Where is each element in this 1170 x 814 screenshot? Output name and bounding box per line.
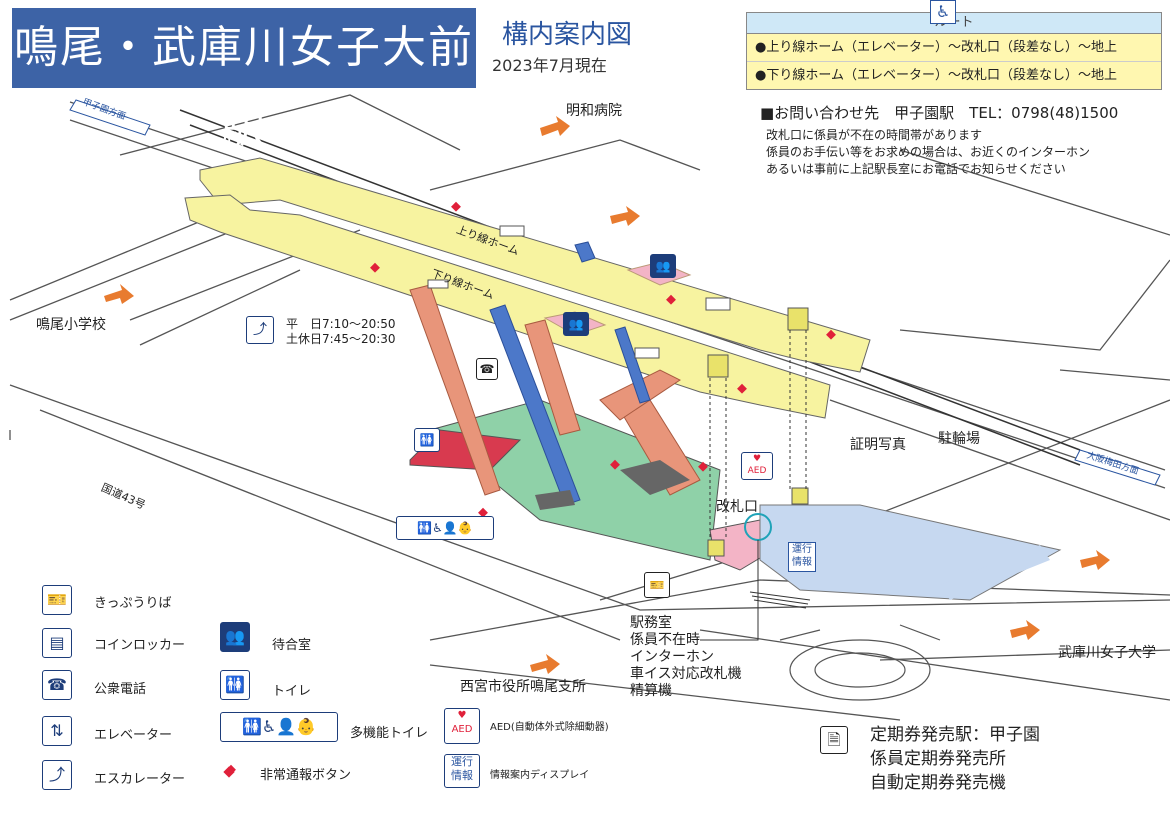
map-date: 2023年7月現在 [492, 56, 607, 75]
info-display-icon: 運行情報 [444, 754, 480, 788]
escalator-hours-holiday: 土休日7:45～20:30 [286, 332, 396, 346]
public-phone-icon: ☎ [476, 358, 498, 380]
accessible-route-box: ルート ●上り線ホーム（エレベーター）～改札口（段差なし）～地上 ●下り線ホーム… [746, 12, 1162, 90]
station-office-label: インターホン [630, 649, 714, 665]
info-display-sign: 運行情報 [788, 542, 816, 572]
coin-locker-icon: ▤ [42, 628, 72, 658]
legend-label: 公衆電話 [94, 682, 147, 697]
legend-label: エレベーター [94, 728, 173, 743]
station-office-label: 車イス対応改札機 [630, 666, 742, 682]
station-office-label: 精算機 [630, 683, 672, 699]
commuter-pass-icon: 🗎 [820, 726, 848, 754]
waiting-room-icon: 👥 [220, 622, 250, 652]
ticket-gate-label: 改札口 [716, 499, 758, 515]
legend-label: 多機能トイレ [350, 726, 429, 741]
legend-label: 非常通報ボタン [260, 768, 352, 783]
multipurpose-toilet-icon: 🚻♿👤👶 [220, 712, 338, 742]
ticket-machine-icon: 🎫 [644, 572, 670, 598]
station-office-label: 係員不在時 [630, 632, 700, 648]
note-line: 係員のお手伝い等をお求めの場合は、お近くのインターホン [766, 145, 1091, 159]
waiting-room-icon: 👥 [563, 312, 589, 336]
escalator-hours-weekday: 平 日7:10～20:50 [286, 317, 396, 331]
legend-label: 情報案内ディスプレイ [490, 770, 590, 781]
contact-info: ■お問い合わせ先 甲子園駅 TEL：0798(48)1500 [760, 104, 1119, 122]
city-office-label: 西宮市役所鳴尾支所 [460, 679, 586, 695]
escalator-icon: ⤴ [246, 316, 274, 344]
map-subtitle: 構内案内図 [502, 20, 633, 50]
note-line: あるいは事前に上記駅長室にお電話でお知らせください [766, 162, 1066, 176]
school-label: 鳴尾小学校 [36, 317, 106, 333]
photo-booth-label: 証明写真 [850, 437, 906, 453]
legend-label: AED(自動体外式除細動器) [490, 722, 609, 733]
note-line: 改札口に係員が不在の時間帯があります [766, 128, 983, 142]
legend-label: きっぷうりば [94, 596, 172, 611]
legend-label: エスカレーター [94, 772, 186, 787]
station-office-label: 駅務室 [630, 615, 672, 631]
university-label: 武庫川女子大学 [1058, 645, 1156, 661]
legend-label: トイレ [272, 684, 312, 699]
route-line-down: ●下り線ホーム（エレベーター）～改札口（段差なし）～地上 [755, 68, 1117, 83]
legend-label: コインロッカー [94, 638, 186, 653]
elevator-icon: ⇅ [42, 716, 72, 746]
legend-label: 待合室 [272, 638, 312, 653]
waiting-room-icon: 👥 [650, 254, 676, 278]
aed-icon: ♥AED [444, 708, 480, 744]
ticket-machine-icon: 🎫 [42, 585, 72, 615]
public-phone-icon: ☎ [42, 670, 72, 700]
emergency-button-icon [223, 766, 235, 778]
aed-icon: ♥AED [741, 452, 773, 480]
wheelchair-icon: ♿ [930, 0, 956, 24]
multipurpose-toilet-icon: 🚻♿👤👶 [396, 516, 494, 540]
commuter-pass-line: 自動定期券発売機 [870, 773, 1006, 793]
route-line-up: ●上り線ホーム（エレベーター）～改札口（段差なし）～地上 [747, 34, 1161, 62]
station-title: 鳴尾・武庫川女子大前駅 [12, 8, 476, 153]
commuter-pass-line: 係員定期券発売所 [870, 749, 1006, 769]
toilet-icon: 🚻 [414, 428, 440, 452]
toilet-icon: 🚻 [220, 670, 250, 700]
escalator-icon: ⤴ [42, 760, 72, 790]
commuter-pass-line: 定期券発売駅：甲子園 [870, 725, 1040, 745]
hospital-label: 明和病院 [566, 103, 622, 119]
bicycle-parking-label: 駐輪場 [938, 431, 980, 447]
